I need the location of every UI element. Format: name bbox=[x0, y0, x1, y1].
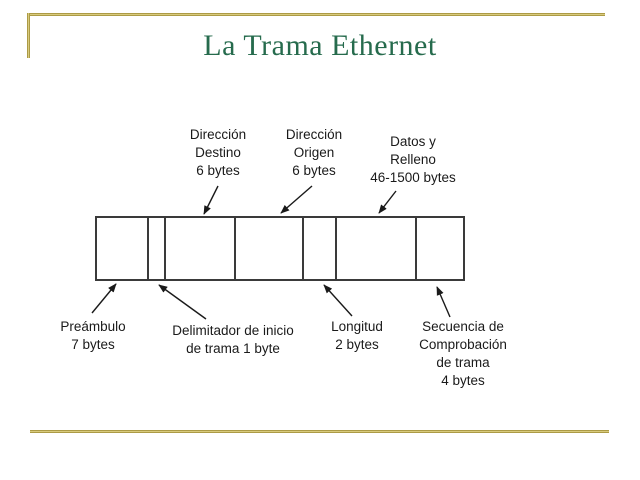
slide-title: La Trama Ethernet bbox=[203, 29, 437, 62]
accent-corner-line bbox=[27, 13, 30, 58]
src-address-box bbox=[234, 216, 304, 281]
data-arrow bbox=[378, 190, 397, 214]
src-address-arrow bbox=[280, 185, 313, 214]
length-arrow bbox=[323, 284, 353, 317]
fcs-label: Secuencia de Comprobación de trama 4 byt… bbox=[419, 319, 507, 388]
accent-bottom-line bbox=[30, 430, 609, 433]
length-box bbox=[302, 216, 337, 281]
dest-address-label: Dirección Destino 6 bytes bbox=[189, 127, 247, 178]
sfd-label: Delimitador de inicio de trama 1 byte bbox=[172, 323, 294, 356]
data-label: Datos y Relleno 46-1500 bytes bbox=[370, 134, 456, 185]
preamble-label: Preámbulo 7 bytes bbox=[60, 319, 126, 352]
sfd-arrow bbox=[158, 284, 207, 320]
preamble-arrow bbox=[91, 283, 117, 314]
accent-top-line bbox=[27, 13, 605, 16]
sfd-box bbox=[147, 216, 166, 281]
dest-address-box bbox=[164, 216, 236, 281]
length-label: Longitud 2 bytes bbox=[331, 319, 383, 352]
fcs-arrow bbox=[436, 286, 451, 318]
preamble-box bbox=[95, 216, 149, 281]
dest-address-arrow bbox=[203, 185, 219, 215]
data-box bbox=[335, 216, 417, 281]
fcs-box bbox=[415, 216, 465, 281]
src-address-label: Dirección Origen 6 bytes bbox=[285, 127, 343, 178]
